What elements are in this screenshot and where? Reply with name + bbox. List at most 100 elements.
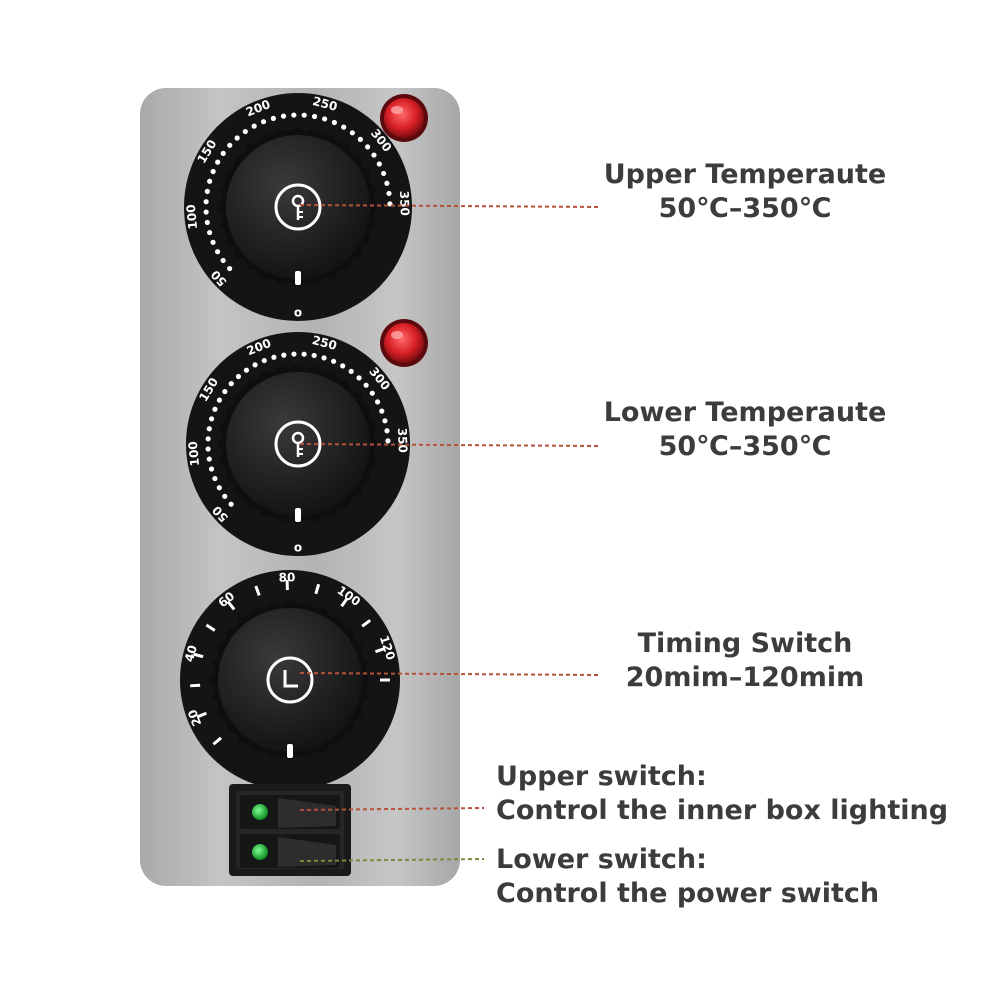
scale-tick	[374, 647, 386, 654]
scale-dot	[291, 351, 297, 357]
scale-dot	[228, 501, 234, 507]
scale-dot	[384, 428, 390, 434]
scale-dot	[331, 119, 337, 126]
thermometer-icon	[274, 183, 322, 231]
lower-temperature-callout: Lower Temperaute 50℃–350℃	[600, 396, 890, 464]
scale-dot	[220, 150, 226, 156]
scale-dot	[260, 119, 267, 125]
scale-dot	[203, 209, 209, 215]
scale-dot	[227, 265, 233, 272]
thermometer-icon	[274, 420, 322, 468]
scale-dot	[311, 113, 318, 120]
scale-dot	[207, 229, 213, 236]
scale-dot	[242, 128, 248, 135]
scale-dot	[311, 352, 317, 359]
lower-switch-callout: Lower switch: Control the power switch	[496, 843, 996, 911]
scale-tick	[205, 623, 216, 632]
scale-tick	[212, 736, 223, 746]
scale-tick	[226, 600, 236, 611]
scale-dot	[369, 390, 375, 396]
scale-tick	[340, 597, 349, 608]
scale-label: 40	[182, 644, 200, 664]
scale-dot	[251, 123, 257, 129]
scale-dot	[222, 388, 228, 395]
knob-pointer	[287, 744, 293, 758]
scale-dot	[206, 456, 212, 462]
scale-dot	[216, 397, 223, 403]
lower-indicator-lamp	[380, 319, 428, 367]
scale-dot	[291, 112, 297, 118]
leader-line-upper-temp	[299, 204, 601, 208]
scale-label: 20	[185, 707, 204, 728]
scale-dot	[340, 363, 346, 369]
scale-dot	[234, 135, 240, 141]
knob-pointer	[295, 508, 301, 522]
scale-dot	[386, 190, 392, 197]
scale-tick	[314, 583, 321, 595]
scale-dot	[204, 188, 210, 194]
scale-dot	[379, 408, 385, 414]
scale-dot	[371, 152, 377, 158]
callout-title: Lower switch:	[496, 844, 707, 875]
timer-callout: Timing Switch 20mim–120mim	[600, 627, 890, 695]
scale-dot	[212, 406, 218, 412]
leader-line-lower-temp	[299, 443, 601, 447]
scale-dot	[208, 416, 215, 422]
scale-dot	[374, 399, 381, 405]
scale-dot	[348, 368, 354, 375]
knob-pointer	[295, 271, 301, 285]
off-mark: o	[294, 541, 302, 555]
scale-label: 350	[397, 191, 412, 217]
callout-description: Control the inner box lighting	[496, 795, 949, 826]
upper-switch-callout: Upper switch: Control the inner box ligh…	[496, 760, 996, 828]
scale-dot	[235, 373, 242, 380]
scale-dot	[261, 357, 267, 364]
scale-dot	[280, 113, 287, 119]
leader-line-upper-switch	[299, 807, 485, 811]
scale-tick	[193, 652, 204, 659]
scale-tick	[196, 711, 207, 719]
scale-dot	[270, 115, 276, 121]
scale-tick	[254, 585, 261, 596]
scale-label: 100	[184, 204, 200, 230]
scale-dot	[228, 381, 234, 387]
scale-dot	[384, 180, 390, 186]
scale-dot	[210, 168, 216, 175]
scale-dot	[243, 367, 250, 373]
callout-title: Upper Temperaute	[603, 159, 887, 190]
leader-line-lower-switch	[299, 858, 485, 862]
scale-dot	[382, 418, 388, 424]
off-mark: o	[294, 306, 302, 320]
scale-dot	[349, 130, 355, 136]
scale-dot	[210, 239, 216, 245]
scale-label: 350	[395, 428, 410, 454]
scale-label: 80	[278, 570, 295, 584]
upper-rocker-switch[interactable]	[240, 795, 340, 829]
callout-title: Upper switch:	[496, 761, 707, 792]
scale-dot	[216, 485, 222, 491]
scale-dot	[208, 466, 215, 472]
upper-indicator-lamp	[380, 94, 428, 142]
scale-dot	[252, 362, 258, 368]
lower-rocker-switch[interactable]	[240, 834, 340, 868]
scale-dot	[207, 178, 213, 184]
callout-range: 50℃–350℃	[658, 431, 832, 462]
scale-dot	[203, 199, 209, 205]
scale-dot	[363, 382, 369, 388]
callout-description: Control the power switch	[496, 878, 880, 909]
callout-range: 50℃–350℃	[658, 193, 832, 224]
scale-dot	[205, 436, 211, 442]
scale-dot	[281, 352, 287, 358]
scale-label: 250	[311, 94, 339, 114]
scale-dot	[365, 144, 371, 150]
knob-face	[218, 608, 362, 752]
scale-dot	[220, 257, 226, 264]
leader-line-timer	[299, 672, 601, 676]
scale-dot	[215, 159, 221, 165]
clock-icon	[266, 656, 314, 704]
scale-dot	[271, 354, 277, 360]
